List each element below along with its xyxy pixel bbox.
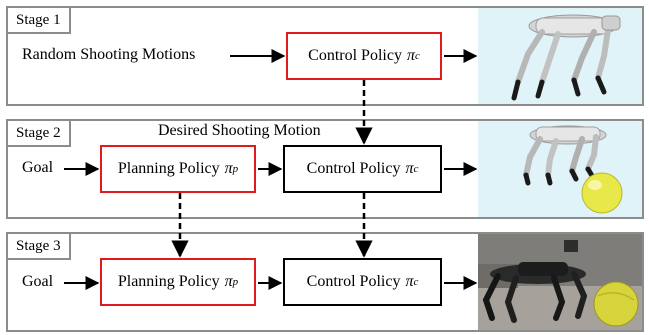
control-policy-label: Control Policy — [306, 273, 401, 290]
pi-subscript: c — [413, 163, 419, 175]
pi-subscript: c — [413, 276, 419, 288]
pi-subscript: p — [232, 276, 239, 288]
control-policy-label: Control Policy — [308, 47, 402, 64]
stage-2-tag: Stage 2 — [8, 121, 71, 147]
desired-shooting-motion-label: Desired Shooting Motion — [158, 122, 321, 139]
quadruped-robot-ball-sim-image — [478, 121, 642, 217]
control-policy-label: Control Policy — [306, 160, 401, 177]
pi-symbol: π — [405, 160, 414, 177]
stage-2-goal-label: Goal — [22, 159, 54, 176]
pi-symbol: π — [406, 47, 415, 64]
pi-symbol: π — [224, 160, 233, 177]
pi-subscript: p — [232, 163, 239, 175]
stage-3-goal-label: Goal — [22, 273, 54, 290]
pi-subscript: c — [414, 50, 420, 62]
planning-policy-label: Planning Policy — [117, 273, 220, 290]
quadruped-robot-sim-image — [478, 8, 642, 104]
stage-1-tag: Stage 1 — [8, 8, 71, 34]
quadruped-robot-real-photo — [478, 234, 642, 330]
pi-symbol: π — [224, 273, 233, 290]
pi-symbol: π — [405, 273, 414, 290]
stage-1-input-label: Random Shooting Motions — [22, 46, 196, 63]
stage-3-tag: Stage 3 — [8, 234, 71, 260]
planning-policy-label: Planning Policy — [117, 160, 220, 177]
